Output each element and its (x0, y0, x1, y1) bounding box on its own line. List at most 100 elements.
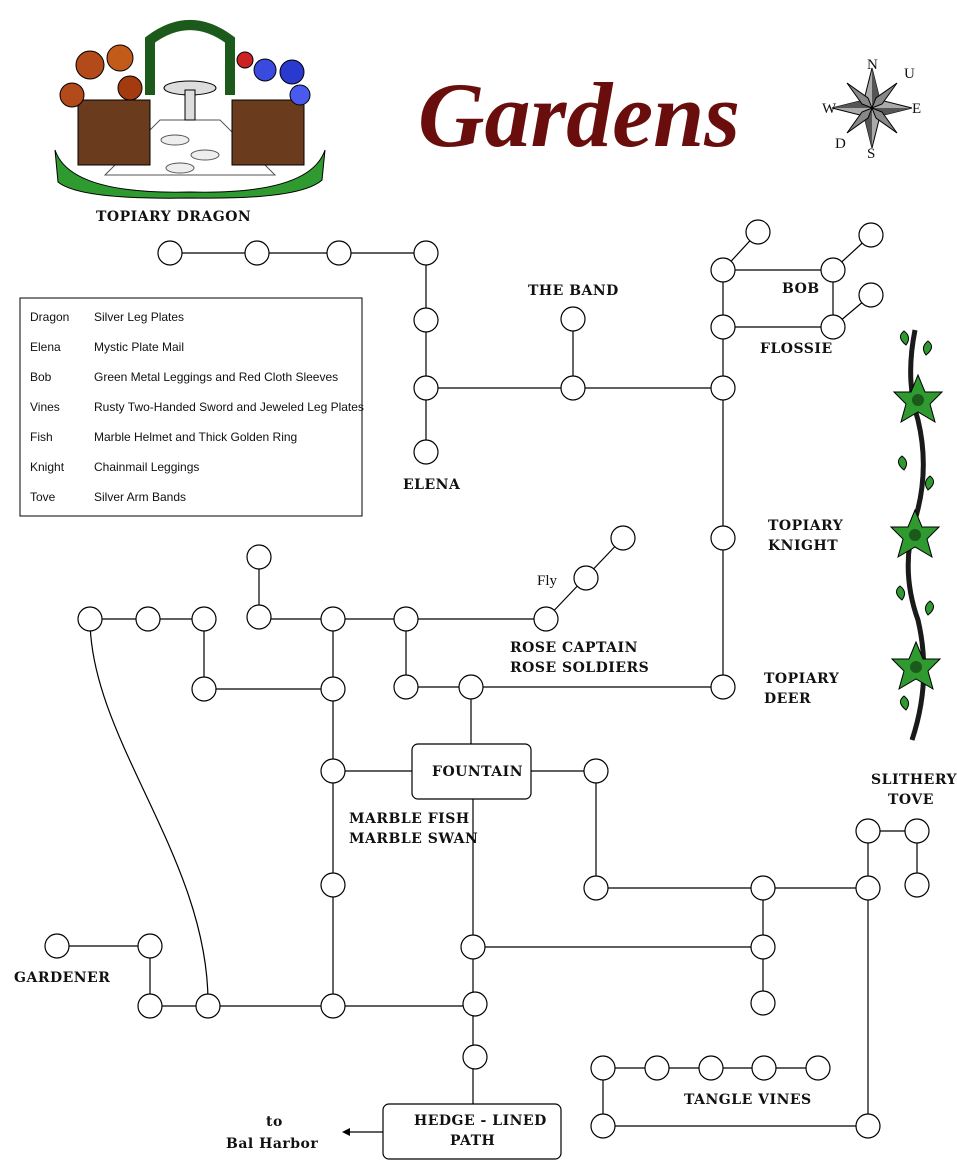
room-topiary-deer[interactable] (710, 674, 736, 700)
room-node[interactable] (244, 240, 270, 266)
room-nodes (44, 219, 930, 1139)
label-topiary-knight-line2: KNIGHT (768, 538, 838, 554)
room-node[interactable] (462, 991, 488, 1017)
label-topiary-dragon: TOPIARY DRAGON (96, 209, 251, 225)
label-path: PATH (450, 1133, 495, 1149)
label-gardener: GARDENER (14, 970, 110, 986)
room-node[interactable] (320, 872, 346, 898)
room-hedge-lined-path[interactable] (382, 1103, 562, 1160)
room-node[interactable] (745, 219, 771, 245)
garden-gate-illustration (54, 20, 326, 199)
label-elena: ELENA (403, 477, 461, 493)
room-node[interactable] (590, 1055, 616, 1081)
room-node[interactable] (710, 375, 736, 401)
room-rose-captain[interactable] (533, 606, 559, 632)
legend-name: Vines (30, 400, 60, 414)
legend-name: Fish (30, 430, 53, 444)
legend-name: Dragon (30, 310, 69, 324)
room-node[interactable] (195, 993, 221, 1019)
room-node[interactable] (320, 606, 346, 632)
room-node[interactable] (805, 1055, 831, 1081)
room-node[interactable] (583, 758, 609, 784)
legend-item: Marble Helmet and Thick Golden Ring (94, 430, 297, 444)
room-gardener[interactable] (137, 993, 163, 1019)
room-node[interactable] (191, 606, 217, 632)
room-elena[interactable] (413, 439, 439, 465)
room-node[interactable] (750, 875, 776, 901)
label-flossie: FLOSSIE (760, 341, 833, 357)
room-node[interactable] (77, 606, 103, 632)
room-node[interactable] (393, 674, 419, 700)
room-node[interactable] (750, 934, 776, 960)
room-node[interactable] (855, 1113, 881, 1139)
room-node[interactable] (320, 676, 346, 702)
compass-e: E (912, 101, 921, 117)
room-node[interactable] (413, 375, 439, 401)
compass-w: W (822, 101, 837, 117)
room-node[interactable] (137, 933, 163, 959)
room-node[interactable] (858, 222, 884, 248)
room-node[interactable] (246, 604, 272, 630)
legend-name: Bob (30, 370, 52, 384)
legend-item: Chainmail Leggings (94, 460, 199, 474)
room-flossie[interactable] (820, 314, 846, 340)
room-node[interactable] (44, 933, 70, 959)
label-bob: BOB (782, 281, 820, 297)
label-slithery: SLITHERY (871, 772, 957, 788)
room-topiary-knight[interactable] (710, 525, 736, 551)
legend-item: Green Metal Leggings and Red Cloth Sleev… (94, 370, 338, 384)
legend-item: Silver Arm Bands (94, 490, 186, 504)
compass-s: S (867, 146, 875, 162)
room-node[interactable] (135, 606, 161, 632)
room-node[interactable] (710, 257, 736, 283)
room-topiary-dragon[interactable] (157, 240, 183, 266)
compass-n: N (867, 57, 878, 73)
room-node[interactable] (393, 606, 419, 632)
room-node[interactable] (458, 674, 484, 700)
room-node[interactable] (751, 1055, 777, 1081)
label-rose-captain: ROSE CAPTAIN (510, 640, 638, 656)
label-topiary-knight-line1: TOPIARY (768, 518, 844, 534)
label-bal-harbor: Bal Harbor (226, 1136, 318, 1152)
room-node[interactable] (413, 307, 439, 333)
label-to: to (266, 1114, 283, 1130)
room-node[interactable] (413, 240, 439, 266)
room-node[interactable] (610, 525, 636, 551)
label-marble-swan: MARBLE SWAN (349, 831, 478, 847)
label-fly: Fly (537, 573, 558, 589)
room-fountain[interactable] (411, 743, 532, 800)
room-slithery-tove[interactable] (855, 818, 881, 844)
label-fountain: FOUNTAIN (432, 764, 523, 780)
room-node[interactable] (904, 872, 930, 898)
room-node[interactable] (855, 875, 881, 901)
label-tove: TOVE (888, 792, 934, 808)
room-node[interactable] (583, 875, 609, 901)
room-node[interactable] (320, 758, 346, 784)
room-node[interactable] (590, 1113, 616, 1139)
room-bob[interactable] (820, 257, 846, 283)
legend-name: Tove (30, 490, 56, 504)
room-node[interactable] (904, 818, 930, 844)
room-node[interactable] (191, 676, 217, 702)
label-marble-fish: MARBLE FISH (349, 811, 470, 827)
label-topiary-deer-line2: DEER (764, 691, 811, 707)
room-node[interactable] (462, 1044, 488, 1070)
legend-item: Silver Leg Plates (94, 310, 184, 324)
room-node[interactable] (246, 544, 272, 570)
room-node[interactable] (858, 282, 884, 308)
room-the-band[interactable] (560, 306, 586, 332)
room-node[interactable] (560, 375, 586, 401)
climbing-vine-illustration (889, 329, 944, 741)
room-node[interactable] (750, 990, 776, 1016)
label-tangle-vines: TANGLE VINES (684, 1092, 812, 1108)
compass-u: U (904, 66, 915, 82)
room-fly[interactable] (573, 565, 599, 591)
room-node[interactable] (460, 934, 486, 960)
legend-item: Rusty Two-Handed Sword and Jeweled Leg P… (94, 400, 364, 414)
room-node[interactable] (320, 993, 346, 1019)
room-node[interactable] (710, 314, 736, 340)
room-tangle-vines[interactable] (698, 1055, 724, 1081)
room-node[interactable] (644, 1055, 670, 1081)
room-node[interactable] (326, 240, 352, 266)
